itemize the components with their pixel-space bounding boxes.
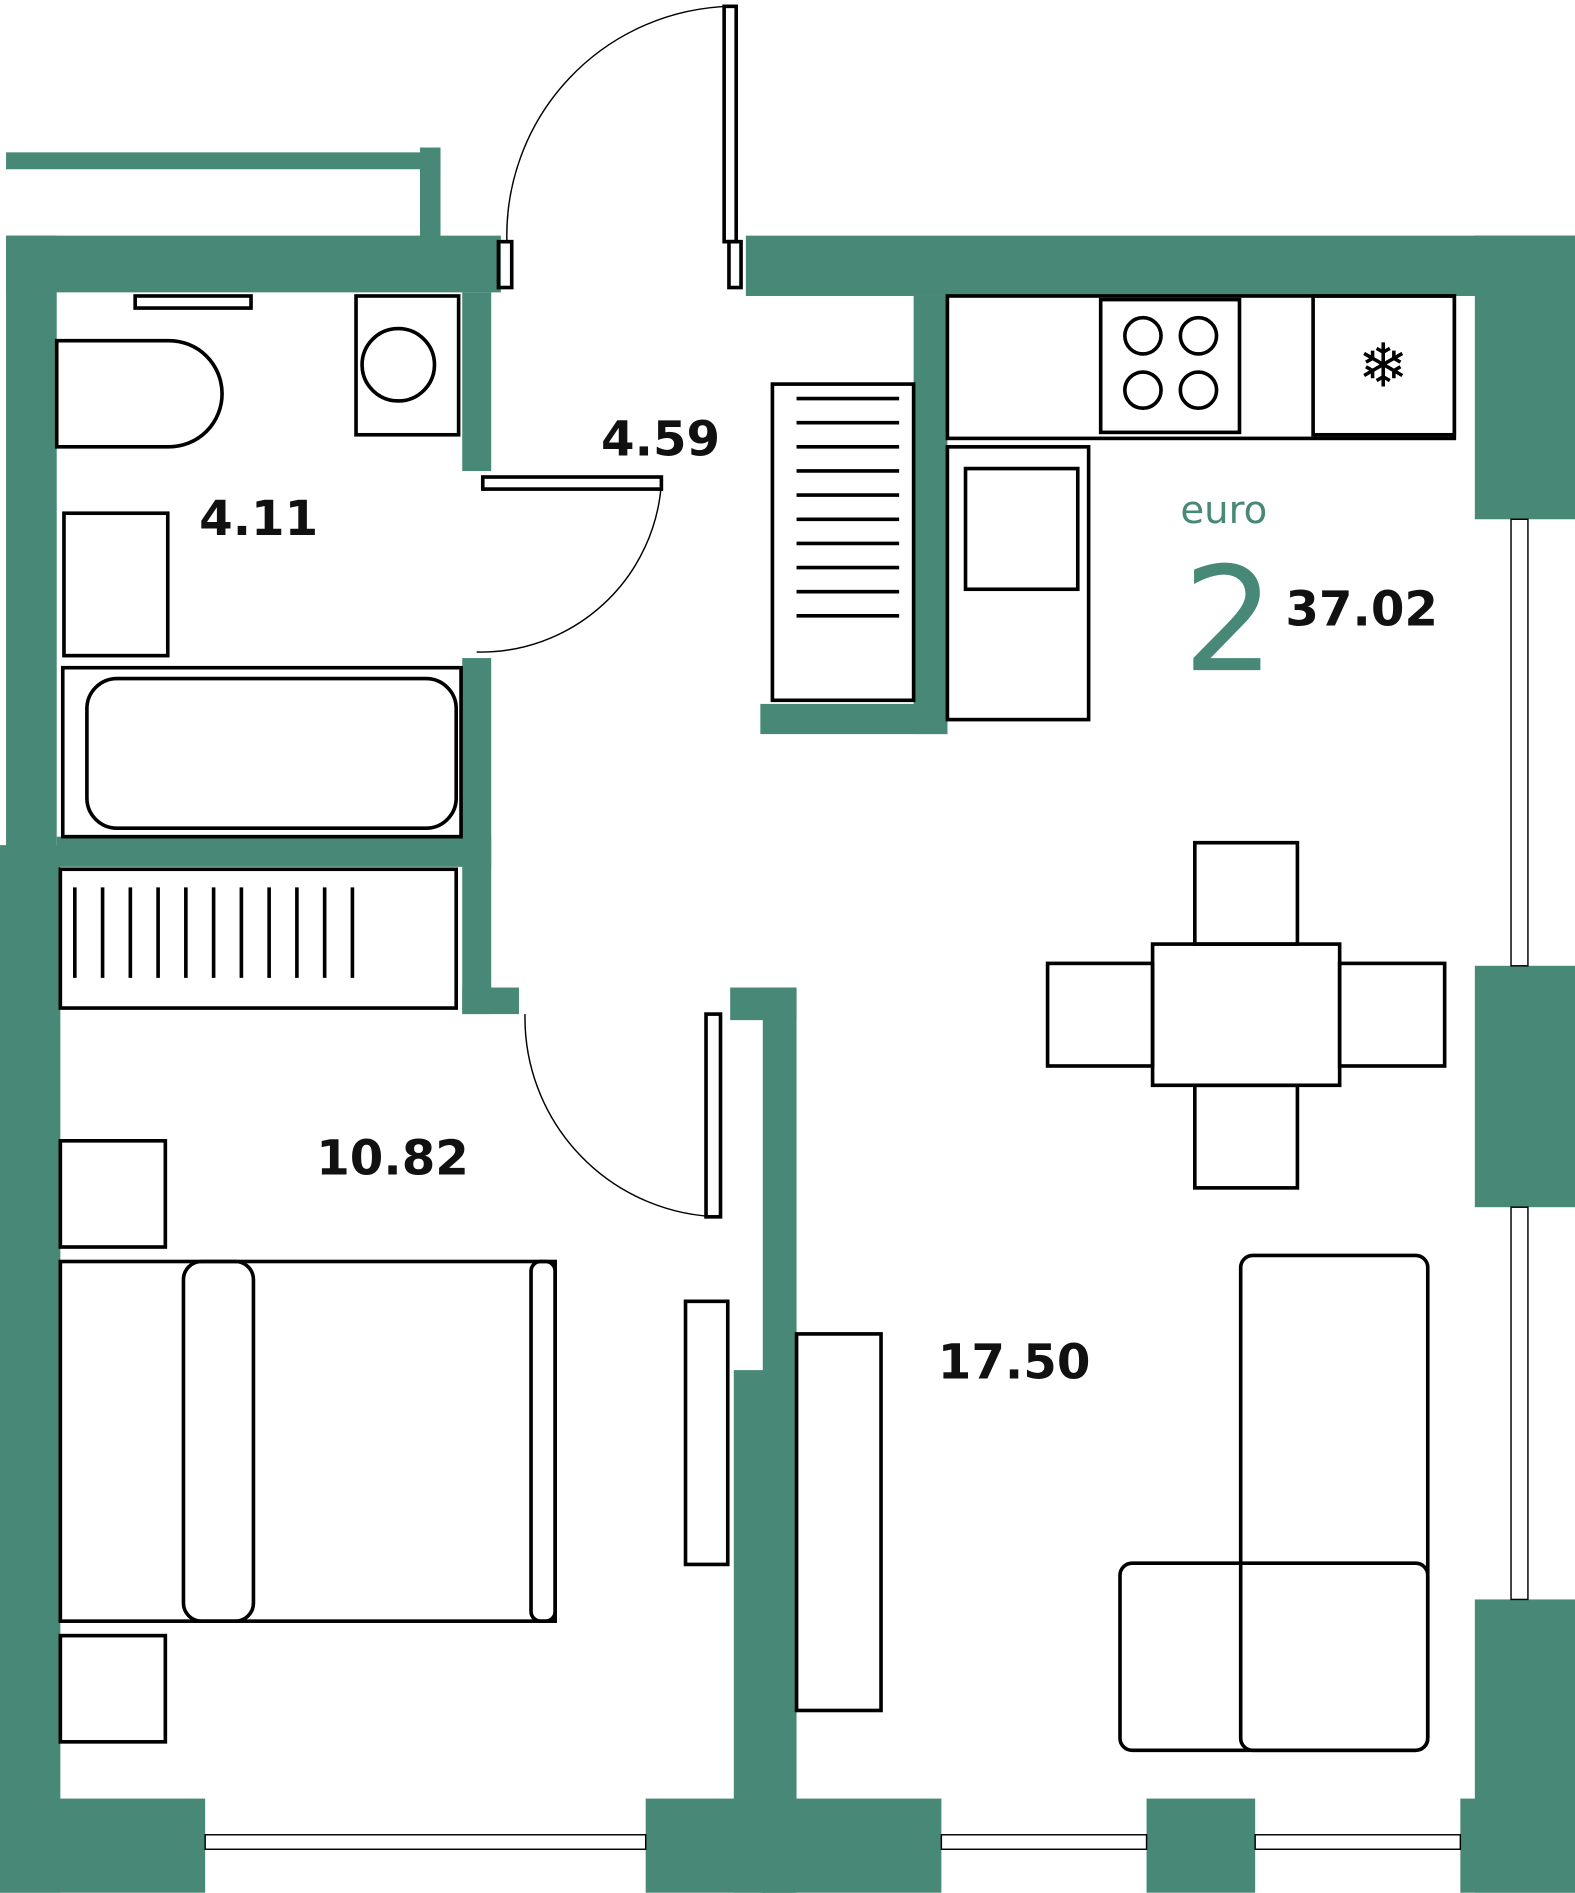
area-bedroom: 10.82 xyxy=(316,1131,469,1187)
kitchen-fixtures: ❄ xyxy=(770,294,1457,722)
area-living: 17.50 xyxy=(938,1335,1091,1391)
total-area: 37.02 xyxy=(1285,581,1438,637)
labels: 4.11 4.59 10.82 17.50 euro 2 37.02 xyxy=(199,411,1438,1390)
walls xyxy=(0,147,1575,1893)
area-bathroom: 4.11 xyxy=(199,491,318,547)
area-hallway: 4.59 xyxy=(601,411,720,467)
rooms-count: 2 xyxy=(1183,537,1275,705)
dining-set xyxy=(1045,840,1447,1190)
windows xyxy=(204,518,1529,1850)
bathroom-fixtures xyxy=(54,294,463,1010)
type-label: euro xyxy=(1180,488,1267,533)
snowflake-icon: ❄ xyxy=(1358,334,1409,401)
bedroom-furniture xyxy=(58,1138,730,1744)
living-furniture xyxy=(794,1253,1430,1753)
doors xyxy=(476,4,743,1219)
